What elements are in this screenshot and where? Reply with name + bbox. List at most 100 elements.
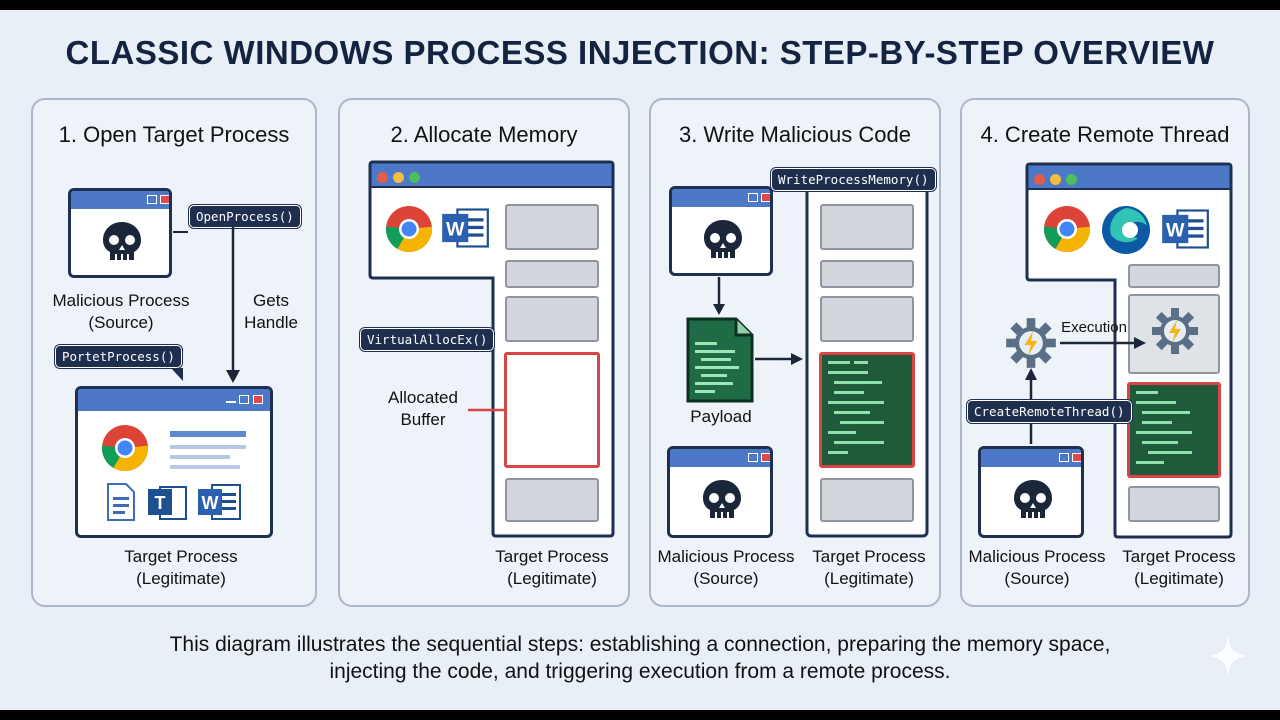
teams-icon: T (148, 486, 187, 520)
window-titlebar (981, 449, 1081, 467)
diagram-caption: This diagram illustrates the sequential … (0, 631, 1280, 685)
content-line (170, 431, 246, 437)
memory-block (820, 296, 914, 342)
memory-block (505, 478, 599, 522)
buffer-label: Allocated Buffer (370, 387, 476, 431)
document-icon (107, 483, 135, 521)
target-label: Target Process (Legitimate) (1110, 546, 1248, 590)
svg-text:W: W (1166, 220, 1185, 242)
close-icon (160, 195, 169, 204)
createremotethread-call-label: CreateRemoteThread() (967, 400, 1132, 423)
caption-line-2: injecting the code, and triggering execu… (329, 660, 951, 683)
svg-text:W: W (202, 493, 219, 513)
target-label-line2: (Legitimate) (507, 569, 597, 588)
chrome-icon (1043, 206, 1091, 252)
source-label: Malicious Process (Source) (962, 546, 1112, 590)
word-icon: W (198, 484, 241, 520)
sparkle-icon (1208, 636, 1248, 676)
openprocess-call-label: OpenProcess() (189, 205, 301, 228)
source-label: Malicious Process (Source) (33, 290, 209, 334)
window-minimize-dot (393, 172, 404, 183)
target-process-window: T W (75, 386, 273, 538)
chrome-icon (385, 206, 433, 252)
memory-block (820, 478, 914, 522)
malicious-process-window (667, 446, 773, 538)
target-label-line2: (Legitimate) (1134, 569, 1224, 588)
edge-label-line2: Handle (244, 313, 298, 332)
word-icon: W (442, 208, 489, 248)
buffer-label-line1: Allocated (388, 388, 458, 407)
window-minimize-dot (1050, 174, 1061, 185)
memory-block (1128, 486, 1220, 522)
execution-label: Execution (1061, 319, 1127, 336)
maximize-icon (748, 453, 758, 462)
memory-block (505, 296, 599, 342)
window-titlebar (71, 191, 169, 209)
target-label-line1: Target Process (1122, 547, 1236, 566)
skull-icon (1014, 480, 1052, 518)
callout-pointer (171, 368, 183, 381)
memory-block (820, 260, 914, 288)
virtualallocex-call-label: VirtualAllocEx() (360, 328, 495, 351)
panel-open-target-process: 1. Open Target Process OpenProcess() Mal… (31, 98, 317, 607)
window-titlebar (670, 449, 770, 467)
close-icon (1072, 453, 1081, 462)
malicious-process-window (68, 188, 172, 278)
svg-text:W: W (446, 219, 465, 241)
target-label-line1: Target Process (495, 547, 609, 566)
window-close-dot (1034, 174, 1045, 185)
target-label-line1: Target Process (124, 547, 238, 566)
injected-code-block (1127, 382, 1221, 478)
chrome-icon (101, 425, 149, 471)
window-close-dot (377, 172, 388, 183)
code-lines (1136, 391, 1192, 464)
thread-start-block (1128, 294, 1220, 374)
source-label-line1: Malicious Process (968, 547, 1106, 566)
malicious-process-window (978, 446, 1084, 538)
panel-title: 3. Write Malicious Code (679, 122, 911, 147)
source-label-line1: Malicious Process (52, 291, 190, 310)
word-icon: W (1162, 209, 1209, 249)
malicious-process-window (669, 186, 773, 276)
skull-icon (103, 222, 141, 260)
target-label: Target Process (Legitimate) (480, 546, 624, 590)
target-label: Target Process (Legitimate) (75, 546, 287, 590)
source-label-line2: (Source) (88, 313, 154, 332)
window-zoom-dot (409, 172, 420, 183)
remote-gear-icon (1006, 318, 1056, 368)
source-label-line2: (Source) (1004, 569, 1070, 588)
memory-block (820, 204, 914, 250)
code-lines (828, 361, 884, 454)
target-label-line2: (Legitimate) (136, 569, 226, 588)
callout-label: PortetProcess() (55, 345, 182, 368)
gear-lightning-icon (1152, 308, 1198, 354)
window-titlebar (672, 189, 770, 207)
buffer-label-line2: Buffer (400, 410, 446, 429)
maximize-icon (748, 193, 758, 202)
edge-icon (1102, 206, 1150, 254)
caption-line-1: This diagram illustrates the sequential … (169, 633, 1111, 656)
handle-arrow (173, 227, 240, 383)
content-line (170, 445, 246, 449)
buffer-pointer-line (468, 408, 504, 412)
maximize-icon (1059, 453, 1069, 462)
edge-label-line1: Gets (253, 291, 289, 310)
skull-icon (703, 480, 741, 518)
panel-title: 4. Create Remote Thread (980, 122, 1230, 147)
maximize-icon (147, 195, 157, 204)
allocated-buffer-block (504, 352, 600, 468)
memory-block (505, 260, 599, 288)
panel-allocate-memory: 2. Allocate Memory W VirtualAllocEx() Al… (338, 98, 630, 607)
maximize-icon (239, 395, 249, 404)
content-line (170, 465, 240, 469)
close-icon (761, 453, 770, 462)
close-icon (761, 193, 770, 202)
target-label-line1: Target Process (812, 547, 926, 566)
payload-label: Payload (690, 407, 752, 426)
panel-title: 1. Open Target Process (58, 122, 290, 147)
target-label-line2: (Legitimate) (824, 569, 914, 588)
source-label-line1: Malicious Process (657, 547, 795, 566)
panel-write-malicious-code: 3. Write Malicious Code Payload WritePro… (649, 98, 941, 607)
target-label: Target Process (Legitimate) (801, 546, 937, 590)
memory-block (1128, 264, 1220, 288)
